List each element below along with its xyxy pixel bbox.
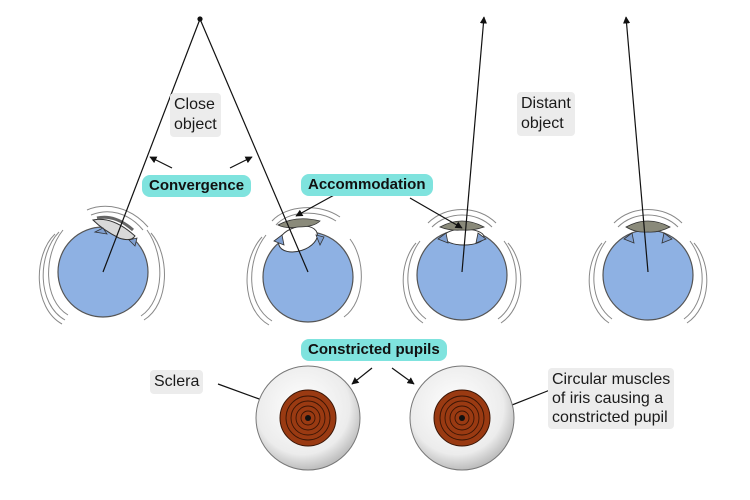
pupils-arrow-left [351,367,373,385]
distant-object-label: Distant object [517,92,575,136]
convergence-arrow-right [229,156,253,169]
ray-to-eye-3 [461,16,488,273]
distant-object-label-line-1: Distant [521,95,571,112]
accommodation-arrow-left [295,193,337,217]
ray-to-eye-4 [622,16,649,273]
ray-to-eye-1 [102,18,201,273]
accommodation-tag: Accommodation [301,174,433,196]
circular-muscles-line-3: constricted pupil [552,409,668,426]
accommodation-arrow-right [409,197,463,229]
circular-muscles-line-2: of iris causing a [552,390,664,407]
convergence-tag: Convergence [142,175,252,197]
eye-side-view-3 [402,209,522,324]
eye-side-view-1 [38,205,165,325]
eye-side-view-2 [246,207,362,326]
ray-to-eye-2 [199,18,309,273]
front-eye-right [409,365,515,471]
convergence-arrow-left [149,156,173,169]
eye-side-view-4 [588,209,708,324]
close-object-label-line-2: object [174,116,217,133]
sclera-label: Sclera [150,370,204,394]
sclera-pointer [217,383,263,401]
circular-muscles-line-1: Circular muscles [552,371,671,388]
pupils-arrow-right [391,367,415,385]
light-rays [102,16,649,273]
front-eye-left [255,365,361,471]
close-object-label-line-1: Close [174,96,215,113]
constricted-pupils-tag: Constricted pupils [301,339,447,361]
circular-muscles-label: Circular muscles of iris causing a const… [548,368,675,429]
distant-object-label-line-2: object [521,115,564,132]
close-object-label: Close object [170,93,221,137]
